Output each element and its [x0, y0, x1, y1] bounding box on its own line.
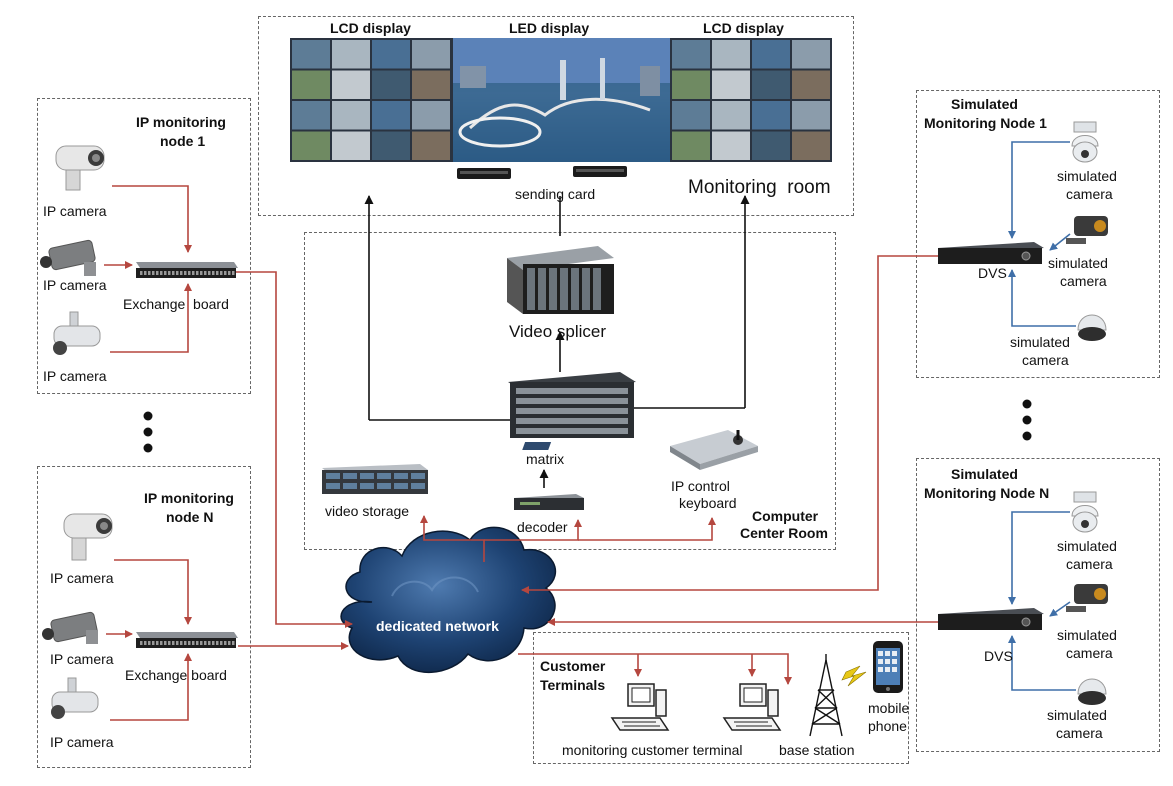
- simulated-camera-label-line1: simulated: [1057, 538, 1117, 554]
- sim-node-1-box: [916, 90, 1160, 378]
- ip-camera-n-3: [51, 677, 99, 719]
- ip-camera-label: IP camera: [50, 570, 114, 586]
- simulated-camera-label-line2: camera: [1066, 645, 1113, 661]
- lightning-signal-icon: [841, 665, 867, 687]
- mobile-phone-device: [873, 641, 903, 693]
- ip-node-n-box: [37, 466, 251, 768]
- customer-terminals-title-line2: Terminals: [540, 677, 606, 693]
- lcd-display-right-label: LCD display: [703, 20, 784, 36]
- customer-terminal-pc-2: [722, 683, 782, 731]
- decoder-device: [514, 494, 584, 510]
- lcd-display-left: [290, 38, 453, 162]
- exchange-board-label: Exchange board: [123, 296, 229, 312]
- simulated-dome-camera-n-1: [1071, 491, 1099, 533]
- dvs-label: DVS: [984, 648, 1013, 664]
- ip-camera-label: IP camera: [50, 734, 114, 750]
- video-links: [364, 195, 750, 488]
- monitoring-customer-terminal-label: monitoring customer terminal: [562, 742, 743, 758]
- keyboard-label-line1: IP control: [671, 478, 730, 494]
- computer-center-label-line2: Center Room: [740, 525, 828, 541]
- computer-center-box: [304, 232, 836, 550]
- dedicated-network-label: dedicated network: [376, 618, 499, 634]
- base-station-label: base station: [779, 742, 855, 758]
- matrix-device: [508, 372, 636, 438]
- dvs-device-1: [938, 242, 1044, 264]
- keyboard-label-line2: keyboard: [679, 495, 737, 511]
- lcd-display-left-label: LCD display: [330, 20, 411, 36]
- sim-node-n-title-line2: Monitoring Node N: [924, 485, 1050, 501]
- dvs-label: DVS: [978, 265, 1007, 281]
- ellipsis-dots-right: [1022, 399, 1032, 441]
- video-splicer-label: Video splicer: [509, 322, 607, 341]
- ip-camera-1-1: [55, 145, 105, 191]
- matrix-label: matrix: [526, 451, 565, 467]
- simulated-dome-camera-n-3: [1077, 678, 1107, 705]
- ip-control-keyboard-device: [522, 430, 758, 470]
- ip-camera-n-2: [42, 611, 98, 644]
- simulated-camera-label-line1: simulated: [1057, 627, 1117, 643]
- sending-card-devices: [457, 166, 627, 179]
- sim-node-1-title-line2: Monitoring Node 1: [924, 115, 1047, 131]
- simulated-camera-label-line1: simulated: [1048, 255, 1108, 271]
- simulated-dome-camera-1-1: [1071, 121, 1099, 163]
- ip-node-1-title-line1: IP monitoring: [136, 114, 226, 130]
- simulated-camera-label-line1: simulated: [1057, 168, 1117, 184]
- simulated-camera-label-line2: camera: [1056, 725, 1103, 741]
- simulated-bullet-camera-1-2: [1066, 216, 1108, 244]
- simulated-camera-label-line2: camera: [1022, 352, 1069, 368]
- customer-terminals-title-line1: Customer: [540, 658, 606, 674]
- simulated-camera-label-line2: camera: [1066, 556, 1113, 572]
- dedicated-network-cloud: [340, 526, 557, 673]
- ip-node-n-title-line2: node N: [166, 509, 214, 525]
- monitoring-room-box: [258, 16, 854, 216]
- sending-card-label: sending card: [515, 186, 596, 202]
- video-storage-label: video storage: [325, 503, 410, 519]
- ip-node-1-box: [37, 98, 251, 394]
- exchange-board-1: [136, 262, 238, 278]
- simulated-camera-label-line1: simulated: [1010, 334, 1070, 350]
- ip-camera-label: IP camera: [50, 651, 114, 667]
- ellipsis-dots-left: [143, 411, 153, 453]
- lcd-display-right: [670, 38, 832, 162]
- decoder-label: decoder: [517, 519, 568, 535]
- dvs-device-n: [938, 608, 1044, 630]
- computer-center-label-line1: Computer: [752, 508, 819, 524]
- exchange-board-label: Exchange board: [125, 667, 227, 683]
- sim-links: [1008, 141, 1076, 691]
- sim-node-n-title-line1: Simulated: [951, 466, 1018, 482]
- simulated-camera-label-line2: camera: [1060, 273, 1107, 289]
- video-splicer-device: [507, 246, 614, 314]
- led-display: [453, 38, 670, 162]
- ip-camera-n-1: [63, 513, 113, 561]
- simulated-camera-label-line1: simulated: [1047, 707, 1107, 723]
- mobile-phone-label-line2: phone: [868, 718, 907, 734]
- exchange-board-n: [136, 632, 238, 648]
- customer-terminal-pc-1: [610, 683, 670, 731]
- ip-camera-label: IP camera: [43, 203, 107, 219]
- video-storage-device: [322, 464, 428, 494]
- monitoring-room-label: Monitoring room: [688, 177, 831, 198]
- simulated-camera-label-line2: camera: [1066, 186, 1113, 202]
- ip-links: [104, 185, 938, 721]
- customer-terminals-box: [533, 632, 909, 764]
- ip-camera-label: IP camera: [43, 368, 107, 384]
- simulated-dome-camera-1-3: [1077, 314, 1107, 341]
- ip-node-1-title-line2: node 1: [160, 133, 206, 149]
- simulated-bullet-camera-n-2: [1066, 584, 1108, 612]
- sim-node-n-box: [916, 458, 1160, 752]
- ip-camera-1-3: [53, 311, 101, 355]
- ip-camera-1-2: [40, 239, 96, 276]
- mobile-phone-label-line1: mobile: [868, 700, 910, 716]
- ip-camera-label: IP camera: [43, 277, 107, 293]
- ip-node-n-title-line1: IP monitoring: [144, 490, 234, 506]
- led-display-label: LED display: [509, 20, 590, 36]
- sim-node-1-title-line1: Simulated: [951, 96, 1018, 112]
- base-station-tower: [809, 654, 843, 737]
